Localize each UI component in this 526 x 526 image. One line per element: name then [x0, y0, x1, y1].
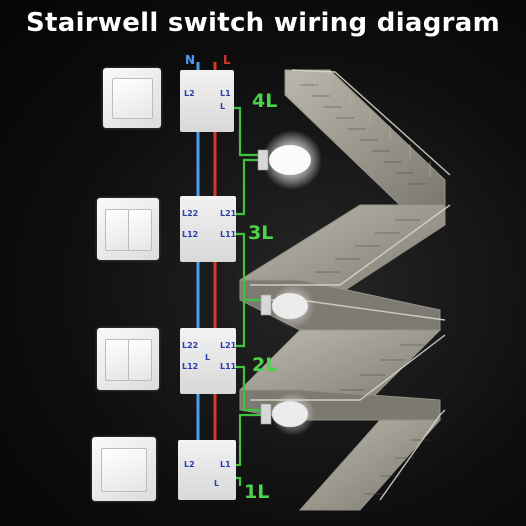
switch-plate-2l [97, 328, 159, 390]
switch-plate-3l [97, 198, 159, 260]
rocker-single [101, 448, 147, 492]
page-title: Stairwell switch wiring diagram [25, 8, 501, 38]
terminal-label: L12 [182, 362, 199, 371]
terminal-label: L1 [220, 460, 231, 469]
bulb-icon [257, 130, 322, 190]
terminal-label: L21 [220, 341, 237, 350]
terminal-label: L21 [220, 209, 237, 218]
rocker-right [128, 339, 152, 381]
bulb-icon [260, 284, 315, 328]
terminal-label: L22 [182, 341, 199, 350]
terminal-label: L [214, 479, 220, 488]
terminal-label: L11 [220, 230, 237, 239]
floor-level-label: 2L [252, 354, 278, 376]
floor-level-label: 1L [244, 481, 270, 503]
switch-module-4l [180, 70, 234, 132]
terminal-label: L [205, 353, 211, 362]
terminal-label: L22 [182, 209, 199, 218]
terminal-label: L2 [184, 89, 195, 98]
bulb-icon [260, 392, 315, 436]
switch-plate-4l [103, 68, 161, 128]
terminal-label: L1 [220, 89, 231, 98]
terminal-label: L11 [220, 362, 237, 371]
neutral-label: N [185, 53, 196, 67]
floor-level-label: 3L [248, 222, 274, 244]
switch-module-2l [180, 328, 236, 394]
rocker-single [112, 78, 153, 119]
live-label: L [223, 53, 231, 67]
floor-level-label: 4L [252, 90, 278, 112]
switch-module-1l [178, 440, 236, 500]
terminal-label: L12 [182, 230, 199, 239]
switch-plate-1l [92, 437, 156, 501]
terminal-label: L2 [184, 460, 195, 469]
switch-module-3l [180, 196, 236, 262]
rocker-right [128, 209, 152, 251]
terminal-label: L [220, 102, 226, 111]
